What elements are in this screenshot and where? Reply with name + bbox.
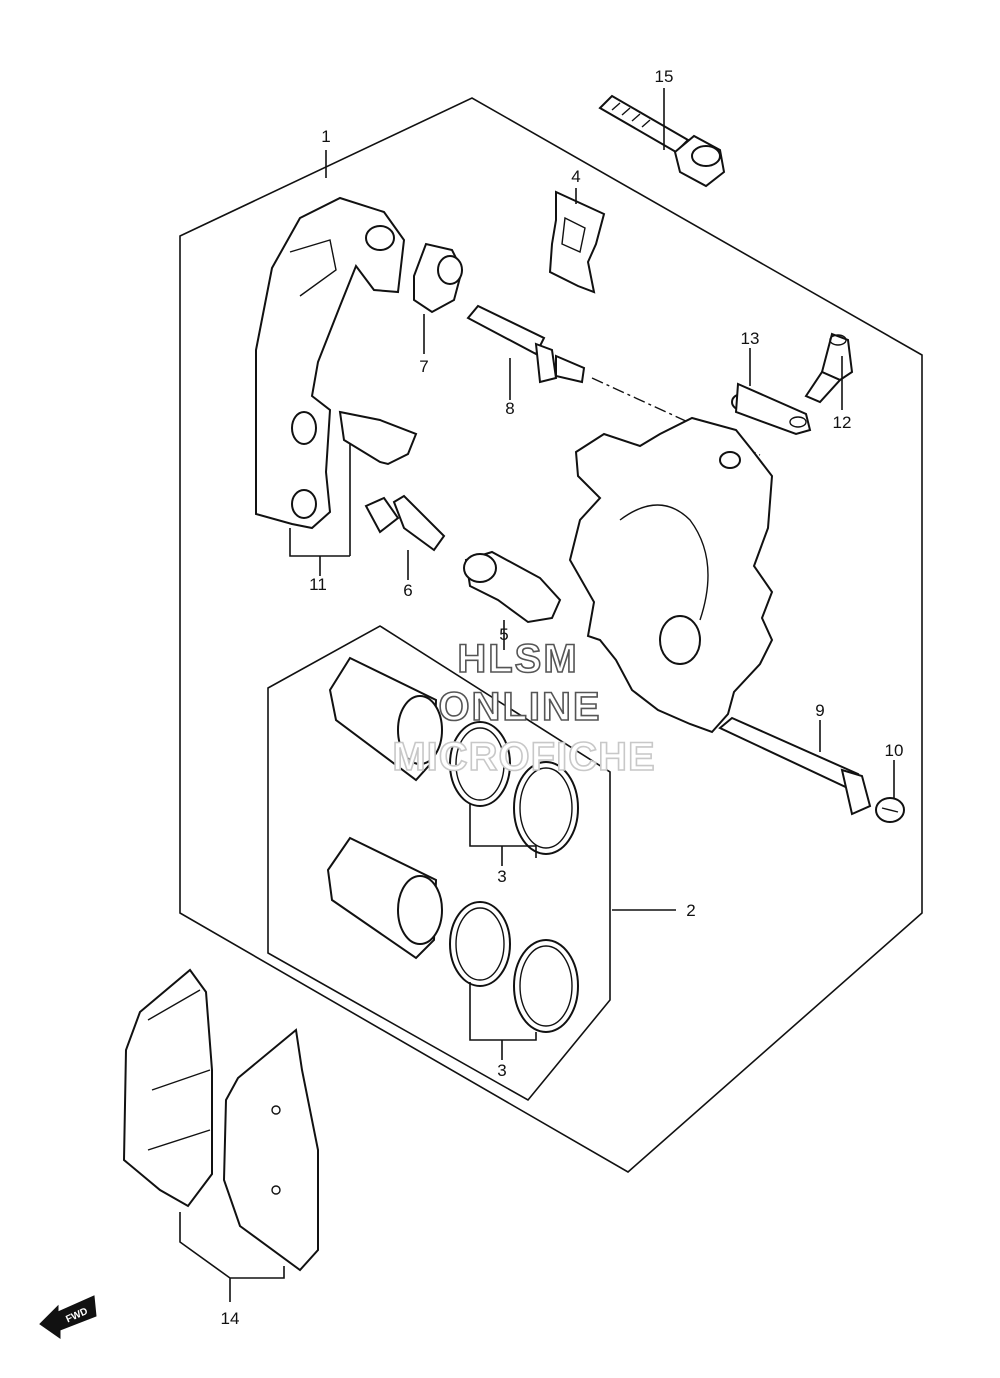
boot-5 [463, 550, 562, 624]
watermark-line2: ONLINE [438, 685, 601, 729]
label-part-11: 11 [309, 575, 327, 594]
leader-lines [179, 88, 895, 1302]
seal-upper-b [513, 761, 579, 855]
label-part-5: 5 [499, 625, 508, 644]
slide-pin-6 [364, 494, 446, 552]
bolt-15 [598, 94, 726, 188]
brake-pad-right [222, 1028, 319, 1272]
brake-pad-left [122, 968, 213, 1208]
plug-10 [875, 797, 905, 823]
seal-lower-a [449, 901, 511, 987]
bracket-clip-11 [338, 410, 418, 466]
seal-kit-outline-2 [267, 625, 611, 1102]
part-labels: 1 2 3 3 4 5 6 7 8 9 10 11 12 13 14 15 [221, 67, 904, 1328]
label-part-6: 6 [403, 581, 412, 600]
label-part-15: 15 [655, 67, 674, 86]
label-part-12: 12 [833, 413, 852, 432]
assembly-outline-1 [179, 97, 923, 1173]
label-part-13: 13 [741, 329, 760, 348]
bleeder-cap-13 [731, 382, 812, 436]
label-part-3-upper: 3 [497, 867, 506, 886]
piston-upper [328, 656, 443, 782]
label-part-2: 2 [686, 901, 695, 920]
bleeder-valve-12 [804, 332, 854, 404]
label-part-1: 1 [321, 127, 330, 146]
label-part-14: 14 [221, 1309, 240, 1328]
label-part-9: 9 [815, 701, 824, 720]
pad-spring-4 [548, 190, 606, 294]
seal-upper-a [449, 721, 511, 807]
caliper-body [568, 416, 774, 734]
watermark-line1: HLSM [457, 637, 578, 681]
slide-pin-9 [718, 716, 872, 816]
label-part-8: 8 [505, 399, 514, 418]
seal-lower-b [513, 939, 579, 1033]
label-part-4: 4 [571, 167, 580, 186]
label-part-7: 7 [419, 357, 428, 376]
piston-lower [326, 836, 443, 960]
label-part-3-lower: 3 [497, 1061, 506, 1080]
label-part-10: 10 [885, 741, 904, 760]
forward-arrow-icon: FWD [39, 1295, 97, 1339]
slide-pin-8 [466, 304, 586, 384]
boot-7 [413, 242, 464, 314]
caliper-bracket-1 [255, 196, 406, 530]
watermark-line3: MICROFICHE [392, 735, 655, 779]
watermark: HLSM ONLINE MICROFICHE [392, 636, 656, 780]
